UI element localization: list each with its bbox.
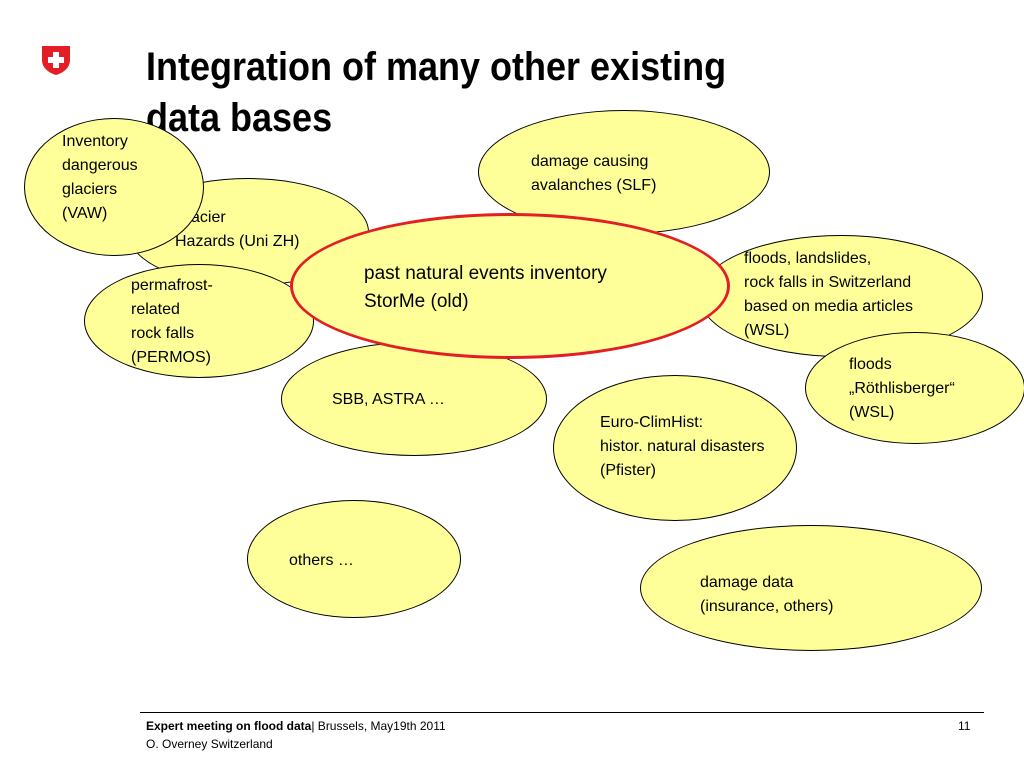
bubble-euro-climhist [553, 375, 797, 521]
bubble-inventory-glaciers [24, 118, 204, 256]
footer-line-1: Expert meeting on flood data| Brussels, … [146, 717, 446, 735]
bubble-storme [290, 213, 730, 359]
bubble-sbb-astra [281, 342, 547, 456]
title-line-1: Integration of many other existing [146, 45, 727, 89]
title-line-2: data bases [146, 96, 333, 140]
footer: Expert meeting on flood data| Brussels, … [146, 717, 446, 753]
footer-author: O. Overney Switzerland [146, 737, 273, 751]
bubble-floods-rothlisberger [805, 332, 1024, 444]
label-floods-landslides: floods, landslides,rock falls in Switzer… [744, 250, 913, 339]
logo-cross [48, 52, 64, 68]
bubble-others [247, 500, 461, 618]
slide-title: Integration of many other existing data … [146, 42, 830, 144]
label-floods-rothlisberger: floods„Röthlisberger“ (WSL) [849, 356, 955, 421]
bubble-permafrost [84, 264, 314, 378]
label-others: others … [289, 552, 354, 569]
swiss-cross-icon [42, 46, 70, 75]
footer-divider [140, 712, 984, 713]
bubble-damage-data [640, 525, 982, 651]
label-sbb-astra: SBB, ASTRA … [332, 391, 445, 408]
label-euro-climhist: Euro-ClimHist:histor. natural disasters … [600, 414, 765, 479]
footer-place-date: | Brussels, May19th 2011 [311, 719, 446, 733]
page-number: 11 [958, 719, 971, 733]
label-permafrost: permafrost-related rock falls(PERMOS) [131, 277, 213, 366]
label-damage-data: damage data(insurance, others) [700, 574, 834, 615]
footer-event: Expert meeting on flood data [146, 719, 312, 733]
